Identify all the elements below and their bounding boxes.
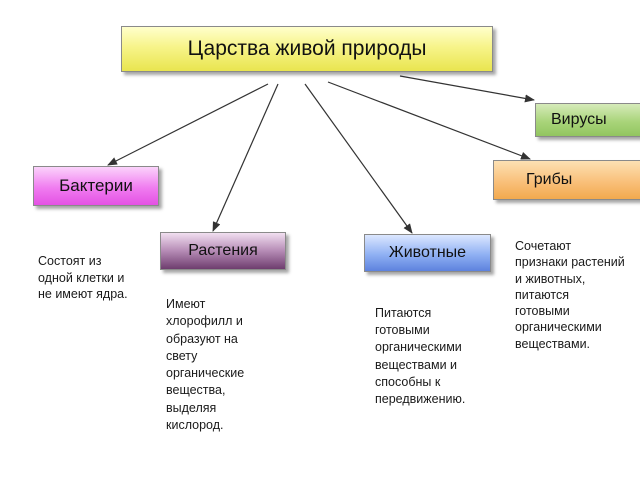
bacteria-label: Бактерии	[59, 176, 133, 195]
arrow-to-bacteria	[107, 83, 269, 166]
bacteria-description: Состоят из одной клетки и не имеют ядра.	[38, 254, 128, 301]
viruses-label: Вирусы	[551, 111, 607, 128]
arrow-to-plants	[212, 83, 279, 232]
arrow-to-fungi	[327, 81, 531, 160]
viruses-box: Вирусы	[535, 103, 640, 137]
plants-label: Растения	[188, 242, 258, 259]
animals-description: Питаются готовыми органическими вещества…	[375, 306, 466, 407]
arrow-to-animals	[304, 83, 413, 234]
animals-label: Животные	[388, 244, 467, 261]
fungi-label: Грибы	[526, 171, 573, 188]
diagram-title: Царства живой природы	[187, 37, 427, 60]
arrow-to-viruses	[399, 75, 535, 103]
title-box: Царства живой природы	[121, 26, 493, 72]
fungi-box: Грибы	[493, 160, 640, 200]
plants-description: Имеют хлорофилл и образуют на свету орга…	[166, 297, 245, 433]
animals-box: Животные	[364, 234, 491, 272]
fungi-description: Сочетают признаки растений и животных, п…	[515, 239, 625, 351]
plants-box: Растения	[160, 232, 286, 270]
bacteria-box: Бактерии	[33, 166, 159, 206]
